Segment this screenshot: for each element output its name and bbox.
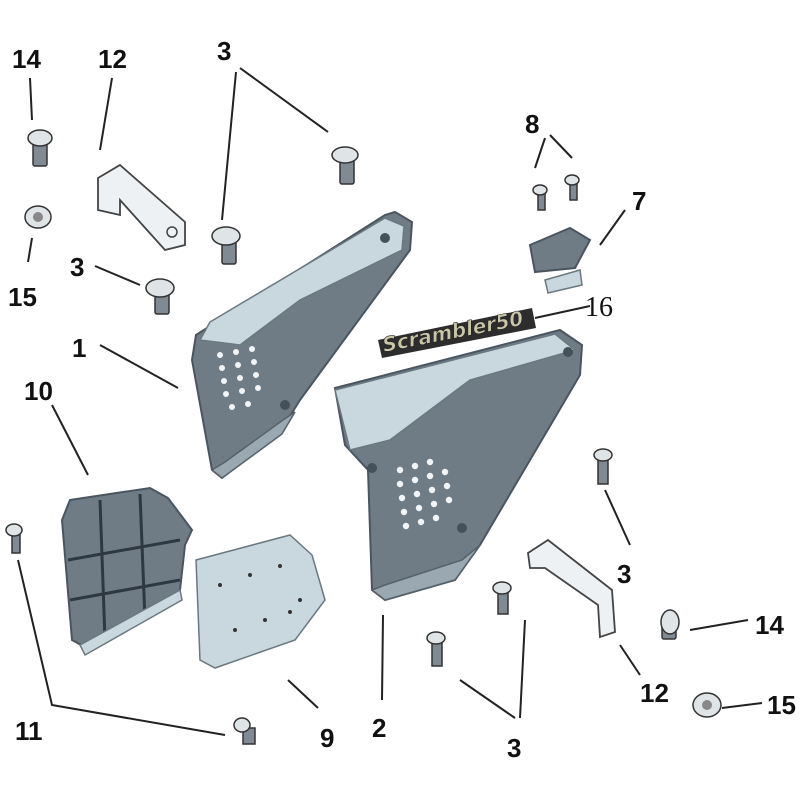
bolt-3-bottom-a (492, 581, 512, 615)
label-3: 3 (70, 252, 84, 282)
label-12: 12 (98, 44, 127, 74)
nut-15-left (24, 205, 52, 229)
label-3: 3 (507, 733, 521, 763)
part-numbers: 14 12 3 8 7 3 15 16 1 10 3 14 12 15 11 9… (8, 36, 796, 763)
screw-14-right (660, 609, 680, 640)
label-1: 1 (72, 333, 86, 363)
bolt-3-top (331, 146, 359, 185)
label-16: 16 (585, 292, 613, 323)
bracket-right (527, 538, 616, 639)
label-8: 8 (525, 109, 539, 139)
nut-15-right (692, 692, 722, 718)
left-side-cover (190, 210, 414, 480)
label-11: 11 (15, 716, 43, 746)
bolt-3-mid (211, 226, 241, 265)
bolt-3-right (593, 448, 613, 485)
label-3: 3 (217, 36, 231, 66)
label-15: 15 (767, 690, 796, 720)
screw-11-bottom (233, 717, 256, 745)
bolt-3-left (145, 278, 175, 315)
label-9: 9 (320, 723, 334, 753)
clip (528, 226, 592, 294)
screws-8 (532, 174, 580, 211)
inner-plate (195, 534, 326, 669)
screw-11-top (5, 523, 23, 554)
label-7: 7 (632, 186, 646, 216)
label-14: 14 (755, 610, 784, 640)
left-inner-panel (60, 486, 194, 657)
screw-14-left (27, 129, 53, 167)
label-3: 3 (617, 559, 631, 589)
bolt-3-bottom-b (426, 631, 446, 667)
label-14: 14 (12, 44, 41, 74)
leader-lines (17, 67, 763, 736)
label-2: 2 (372, 713, 386, 743)
bracket-left (97, 163, 186, 252)
fasteners (5, 129, 722, 745)
label-15: 15 (8, 282, 37, 312)
label-12: 12 (640, 678, 669, 708)
label-10: 10 (24, 376, 53, 406)
right-side-cover (333, 328, 584, 602)
